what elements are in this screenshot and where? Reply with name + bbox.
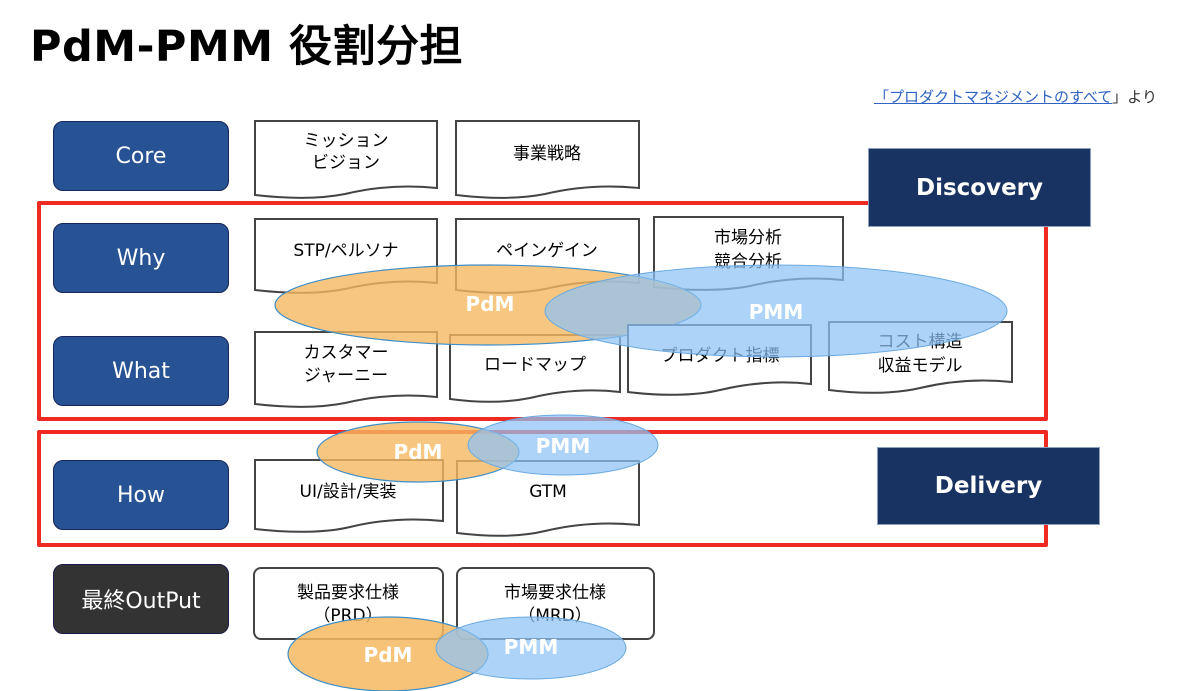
pdm-discovery-label: PdM [466,292,515,316]
doc-text: ペインゲイン [496,241,598,261]
doc-gtm: GTM [456,460,640,537]
page-title: PdM-PMM 役割分担 [30,22,463,72]
pmm-discovery-ellipse [544,264,1008,358]
doc-text: 市場要求仕様 [504,583,606,603]
source-suffix: 」より [1112,88,1157,106]
doc-roadmap: ロードマップ [449,334,621,403]
source-citation: 「プロダクトマネジメントのすべて」より [874,86,1157,107]
pmm-delivery-label: PMM [536,434,590,458]
doc-text: 市場分析 [714,228,782,248]
doc-text: カスタマー [304,343,389,363]
pdm-delivery-label: PdM [394,440,443,464]
pmm-output-label: PMM [504,635,558,659]
row-label-what: What [53,336,229,406]
doc-business-strategy: 事業戦略 [455,120,640,199]
doc-text: 事業戦略 [513,144,581,164]
doc-text: ビジョン [312,153,380,173]
discovery-label: Discovery [868,148,1091,227]
row-label-how: How [53,460,229,530]
pdm-output-label: PdM [364,643,413,667]
doc-text: ジャーニー [304,366,388,386]
doc-text: UI/設計/実装 [300,482,397,502]
doc-mission-vision: ミッション ビジョン [254,120,438,199]
row-label-core: Core [53,121,229,191]
row-label-why: Why [53,223,229,293]
doc-text: 製品要求仕様 [297,583,399,603]
delivery-label: Delivery [877,447,1100,525]
row-label-output: 最終OutPut [53,564,229,634]
doc-text: ロードマップ [484,355,586,375]
pmm-discovery-label: PMM [749,300,803,324]
source-link[interactable]: 「プロダクトマネジメントのすべて [873,88,1113,106]
doc-text: STP/ペルソナ [293,241,398,261]
doc-text: GTM [529,482,567,502]
doc-customer-journey: カスタマー ジャーニー [254,331,438,408]
doc-text: 収益モデル [878,355,963,376]
doc-text: ミッション [304,131,389,151]
pmm-delivery-ellipse [467,414,659,476]
pmm-output-ellipse [435,616,627,680]
